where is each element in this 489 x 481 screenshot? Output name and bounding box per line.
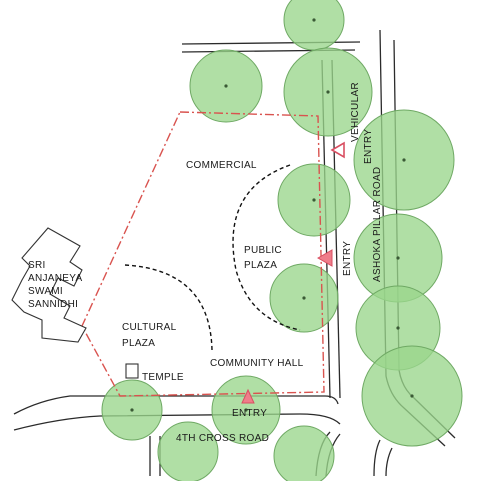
site-boundary [81, 111, 325, 397]
entry-marker-right [316, 249, 333, 267]
tree-dot [302, 296, 306, 300]
cross-road-edge-1 [13, 395, 339, 415]
trees [101, 0, 463, 481]
label-entry-bottom: ENTRY [232, 408, 267, 419]
label-ashoka-pillar-road: ASHOKA PILLAR ROAD [372, 167, 383, 282]
tree-dot [326, 90, 330, 94]
vehicular-entry-marker [330, 141, 345, 159]
label-temple: TEMPLE [142, 372, 184, 383]
label-cultural-plaza-2: PLAZA [122, 338, 155, 349]
label-public-plaza-2: PLAZA [244, 260, 277, 271]
temple-building [125, 363, 139, 379]
label-public-plaza-1: PUBLIC [244, 245, 282, 256]
label-entry-right: ENTRY [342, 241, 353, 276]
label-4th-cross-road: 4TH CROSS ROAD [176, 433, 269, 444]
cultural-plaza-boundary [124, 264, 213, 351]
tree-bottom-4 [273, 425, 335, 481]
shrine-building [11, 227, 87, 343]
label-commercial: COMMERCIAL [186, 160, 257, 171]
tree-dot [312, 18, 316, 22]
tree-dot [130, 408, 134, 412]
label-shrine-3: SWAMI [28, 286, 63, 297]
tree-dot [402, 158, 406, 162]
label-vehicular-1: VEHICULAR [350, 82, 361, 142]
tree-dot [396, 256, 400, 260]
label-cultural-plaza-1: CULTURAL [122, 322, 177, 333]
bottom-right-road-1 [373, 439, 381, 477]
tree-dot [244, 408, 248, 412]
entry-marker-bottom [241, 388, 255, 404]
label-vehicular-2: ENTRY [363, 129, 374, 164]
cross-road-edge-2 [13, 413, 341, 431]
tree-dot [312, 198, 316, 202]
label-community-hall: COMMUNITY HALL [210, 358, 304, 369]
bottom-right-road-2 [385, 447, 393, 477]
tree-dot [396, 326, 400, 330]
public-plaza-boundary [232, 164, 301, 331]
tree-dot [410, 394, 414, 398]
tree-bottom-3 [157, 421, 219, 481]
label-shrine-2: ANJANEYA [28, 273, 82, 284]
label-shrine-4: SANNIDHI [28, 299, 78, 310]
label-shrine-1: SRI [28, 260, 46, 271]
tree-dot [224, 84, 228, 88]
